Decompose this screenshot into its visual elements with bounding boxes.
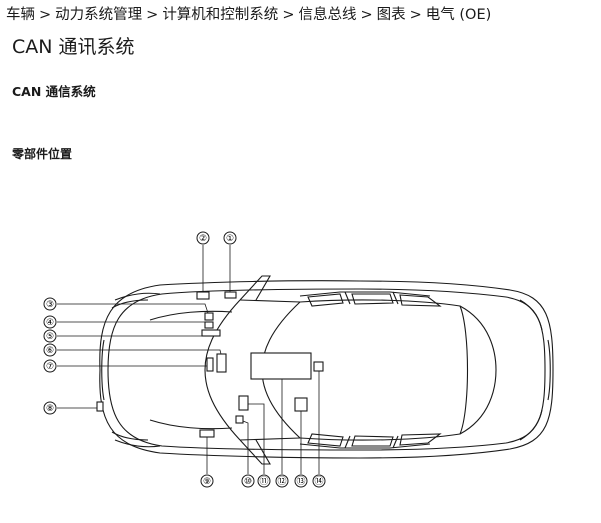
callout-11-label: ⑪ bbox=[259, 476, 268, 487]
component-6 bbox=[216, 353, 227, 373]
callout-7: ⑦ bbox=[43, 359, 57, 373]
breadcrumb-separator: > bbox=[282, 7, 295, 23]
callout-1-label: ① bbox=[226, 234, 234, 244]
breadcrumb-separator: > bbox=[39, 7, 52, 23]
callout-2: ② bbox=[196, 231, 210, 245]
component-13 bbox=[294, 397, 308, 412]
breadcrumb-item-computer[interactable]: 计算机和控制系统 bbox=[162, 7, 279, 23]
leader-lines bbox=[57, 245, 320, 474]
callout-13-label: ⑬ bbox=[296, 476, 305, 487]
breadcrumb-item-electrical[interactable]: 电气 (OE) bbox=[425, 7, 492, 23]
component-3 bbox=[204, 312, 214, 321]
callout-10: ⑩ bbox=[241, 474, 255, 488]
breadcrumb-item-vehicle[interactable]: 车辆 bbox=[6, 7, 35, 23]
breadcrumb-item-powertrain[interactable]: 动力系统管理 bbox=[55, 7, 143, 23]
breadcrumb-separator: > bbox=[409, 7, 422, 23]
breadcrumb: 车辆>动力系统管理>计算机和控制系统>信息总线>图表>电气 (OE) bbox=[6, 3, 491, 24]
breadcrumb-item-diagram[interactable]: 图表 bbox=[376, 7, 406, 23]
component-2 bbox=[224, 291, 237, 299]
component-1 bbox=[196, 291, 210, 300]
breadcrumb-separator: > bbox=[146, 7, 159, 23]
callout-12: ⑫ bbox=[275, 474, 289, 488]
callout-4-label: ④ bbox=[46, 318, 54, 328]
component-10 bbox=[235, 415, 244, 424]
breadcrumb-separator: > bbox=[360, 7, 373, 23]
callout-2-label: ② bbox=[199, 234, 207, 244]
callout-9: ⑨ bbox=[200, 474, 214, 488]
component-12 bbox=[250, 352, 312, 380]
component-4 bbox=[204, 321, 214, 329]
callout-11: ⑪ bbox=[257, 474, 271, 488]
callout-3-label: ③ bbox=[46, 300, 54, 310]
callout-9-label: ⑨ bbox=[203, 477, 211, 487]
callout-6: ⑥ bbox=[43, 343, 57, 357]
vehicle-outline bbox=[99, 275, 554, 465]
callout-12-label: ⑫ bbox=[277, 476, 286, 487]
callout-7-label: ⑦ bbox=[46, 362, 54, 372]
section-title: CAN 通信系统 bbox=[12, 84, 96, 99]
callout-8-label: ⑧ bbox=[46, 404, 54, 414]
page-title: CAN 通讯系统 bbox=[12, 36, 135, 58]
component-11 bbox=[238, 395, 249, 411]
component-5 bbox=[201, 329, 221, 337]
callout-14-label: ⑭ bbox=[314, 476, 323, 487]
callout-3: ③ bbox=[43, 297, 57, 311]
breadcrumb-item-bus[interactable]: 信息总线 bbox=[298, 7, 357, 23]
callout-14: ⑭ bbox=[312, 474, 326, 488]
callout-13: ⑬ bbox=[294, 474, 308, 488]
callout-5-label: ⑤ bbox=[46, 332, 54, 342]
component-8 bbox=[96, 401, 104, 412]
callout-1: ① bbox=[223, 231, 237, 245]
callout-labels: ① ② ③ ④ ⑤ ⑥ ⑦ ⑧ bbox=[43, 231, 326, 488]
callout-8: ⑧ bbox=[43, 401, 57, 415]
component-9 bbox=[199, 429, 215, 438]
callout-5: ⑤ bbox=[43, 329, 57, 343]
callout-4: ④ bbox=[43, 315, 57, 329]
callout-10-label: ⑩ bbox=[244, 477, 252, 487]
component-7 bbox=[206, 357, 214, 372]
component-14 bbox=[313, 361, 324, 372]
can-component-location-diagram: ① ② ③ ④ ⑤ ⑥ ⑦ ⑧ bbox=[43, 231, 554, 488]
component-location-title: 零部件位置 bbox=[12, 147, 73, 161]
callout-6-label: ⑥ bbox=[46, 346, 54, 356]
